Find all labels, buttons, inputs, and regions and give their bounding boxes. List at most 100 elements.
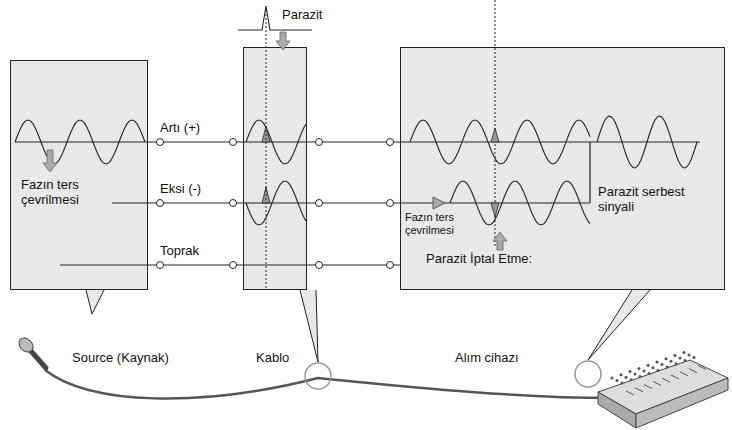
signal-box: Fazın ters çevrilmesi Parazit serbest sin… xyxy=(400,47,725,290)
box-text: Parazit xyxy=(282,7,322,22)
box-text: Parazit serbest sinyali xyxy=(598,184,698,214)
wire-line xyxy=(590,141,700,142)
wire-label: Eksi (-) xyxy=(158,181,203,196)
sine-wave xyxy=(246,120,306,164)
mixer-knob xyxy=(648,372,651,375)
mixer-fader xyxy=(662,378,670,382)
dotted-guide xyxy=(266,10,267,290)
mixer-knob xyxy=(657,369,660,372)
text-slot: Parazit İptal Etme: xyxy=(426,251,626,266)
mixer-side xyxy=(636,378,728,428)
sine-wave xyxy=(410,120,590,164)
signal-box: Parazit xyxy=(243,47,307,290)
signal-wire xyxy=(307,139,400,146)
wire-line xyxy=(589,142,590,203)
mixer-knob xyxy=(670,360,673,363)
terminal xyxy=(230,200,237,207)
part-label-slot: Kablo xyxy=(256,350,289,365)
mixer-knob xyxy=(684,359,687,362)
mixer-fader xyxy=(653,381,661,385)
mixer-fader xyxy=(680,372,688,376)
terminal xyxy=(157,262,164,269)
part-label: Source (Kaynak) xyxy=(72,350,169,365)
text-slot: Fazın ters çevrilmesi xyxy=(405,211,471,237)
mixer-knob xyxy=(674,354,677,357)
mixer-knob xyxy=(656,361,659,364)
part-label-slot: Alım cihazı xyxy=(455,350,519,365)
wire-line xyxy=(400,202,433,203)
wire-line xyxy=(15,141,148,142)
text-slot: Parazit serbest sinyali xyxy=(598,184,698,214)
microphone-handle xyxy=(30,350,46,368)
text-slot: Fazın ters çevrilmesi xyxy=(21,177,113,207)
mixer-front xyxy=(598,392,636,428)
mixer-knob xyxy=(652,366,655,369)
mixer-fader xyxy=(644,385,652,389)
mixer-knob xyxy=(688,353,691,356)
terminal xyxy=(157,139,164,146)
microphone-head xyxy=(16,335,36,355)
mixer-knob xyxy=(629,370,632,373)
phase-inverter-symbol xyxy=(433,197,445,209)
wire-line xyxy=(112,202,148,203)
mixer-knob xyxy=(675,362,678,365)
mixer-knob xyxy=(647,364,650,367)
terminal xyxy=(387,200,394,207)
mixer-knob xyxy=(693,356,696,359)
sine-wave xyxy=(246,181,306,225)
noise-spike xyxy=(491,203,499,217)
wire-line xyxy=(445,202,590,203)
signal-box: Fazın ters çevrilmesi xyxy=(10,60,148,290)
sine-wave xyxy=(15,120,145,164)
sine-wave xyxy=(597,116,697,168)
mixer-knob xyxy=(661,363,664,366)
mixer-knob xyxy=(621,382,624,385)
sine-wave xyxy=(450,181,590,225)
mixer-fader xyxy=(626,391,634,395)
mixer-knob xyxy=(639,375,642,378)
mixer-knob xyxy=(666,366,669,369)
part-label: Alım cihazı xyxy=(455,350,519,365)
wire-line xyxy=(60,264,148,265)
wire-label-slot: Toprak xyxy=(158,243,201,258)
box-text: Fazın ters çevrilmesi xyxy=(405,211,471,237)
mixer-knob xyxy=(638,367,641,370)
mixer-knob xyxy=(643,369,646,372)
wire-label: Artı (+) xyxy=(158,120,202,135)
mixer-fader xyxy=(689,369,697,373)
signal-wire xyxy=(307,262,400,269)
terminal xyxy=(230,262,237,269)
mixer-knob xyxy=(611,377,614,380)
mixer-fader xyxy=(698,365,706,369)
text-slot: Parazit xyxy=(282,7,352,22)
mixer-knob xyxy=(625,376,628,379)
mixer-fader xyxy=(671,375,679,379)
part-label: Kablo xyxy=(256,350,289,365)
box-text: Fazın ters çevrilmesi xyxy=(21,177,113,207)
mixer-knob xyxy=(683,351,686,354)
block-arrow xyxy=(276,32,290,50)
mixer-knob xyxy=(620,373,623,376)
mixer-knob xyxy=(630,378,633,381)
mixer-knob xyxy=(665,357,668,360)
wire-label-slot: Artı (+) xyxy=(158,120,202,135)
terminal xyxy=(230,139,237,146)
terminal xyxy=(316,262,323,269)
mixer-knob xyxy=(616,379,619,382)
wire-label: Toprak xyxy=(158,243,201,258)
part-label-slot: Source (Kaynak) xyxy=(72,350,169,365)
wire-line xyxy=(243,264,307,265)
terminal xyxy=(316,200,323,207)
block-arrow xyxy=(493,232,507,250)
callout-tail xyxy=(588,290,650,360)
terminal xyxy=(387,139,394,146)
signal-wire xyxy=(148,262,243,269)
loupe-circle xyxy=(305,363,331,389)
signal-wire xyxy=(148,200,243,207)
signal-wire xyxy=(307,200,400,207)
mixer-fader xyxy=(635,388,643,392)
callout-tail xyxy=(86,290,104,314)
terminal xyxy=(316,139,323,146)
